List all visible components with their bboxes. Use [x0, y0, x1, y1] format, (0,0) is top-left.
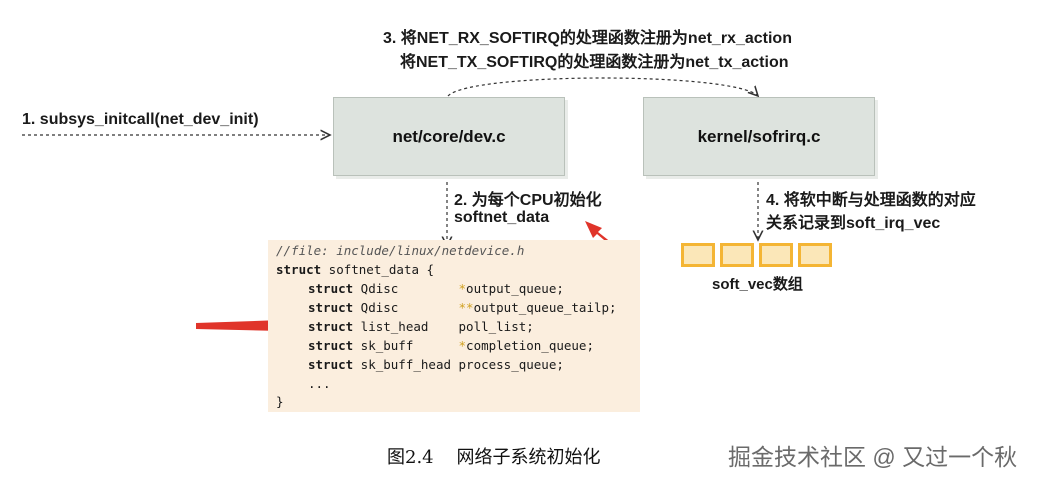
code-field: struct Qdisc *output_queue; [308, 281, 564, 296]
vec-cell [681, 243, 715, 267]
code-struct-decl: struct softnet_data { [276, 262, 435, 277]
step3-line1: 3. 将NET_RX_SOFTIRQ的处理函数注册为net_rx_action [383, 30, 792, 47]
red-arrow-left [196, 314, 300, 337]
watermark: 掘金技术社区 @ 又过一个秋 [728, 444, 1018, 470]
softnet-data-code: //file: include/linux/netdevice.h struct… [268, 240, 640, 412]
step2-line1: 2. 为每个CPU初始化 [454, 192, 602, 209]
vec-cell [720, 243, 754, 267]
code-close-brace: } [276, 394, 284, 409]
code-file-comment: //file: include/linux/netdevice.h [276, 243, 525, 258]
step2-line2: softnet_data [454, 209, 550, 226]
softirq-c-box: kernel/sofrirq.c [643, 97, 875, 176]
vec-label: soft_vec数组 [712, 276, 803, 293]
code-field: struct Qdisc **output_queue_tailp; [308, 300, 617, 315]
figure-caption: 图2.4 网络子系统初始化 [387, 447, 601, 468]
dev-c-box: net/core/dev.c [333, 97, 565, 176]
step3-arc [447, 77, 758, 96]
dev-c-label: net/core/dev.c [392, 126, 506, 146]
step3-line2: 将NET_TX_SOFTIRQ的处理函数注册为net_tx_action [400, 54, 789, 71]
code-field: struct sk_buff *completion_queue; [308, 338, 594, 353]
vec-cell [798, 243, 832, 267]
step4-line2: 关系记录到soft_irq_vec [766, 215, 941, 232]
code-ellipsis: ... [308, 376, 331, 391]
step4-line1: 4. 将软中断与处理函数的对应 [766, 192, 976, 209]
step1-label: 1. subsys_initcall(net_dev_init) [22, 111, 259, 128]
softirq-c-label: kernel/sofrirq.c [697, 126, 821, 146]
code-field: struct sk_buff_head process_queue; [308, 357, 564, 372]
code-field-poll-list: struct list_head poll_list; [308, 319, 534, 334]
vec-cell [759, 243, 793, 267]
